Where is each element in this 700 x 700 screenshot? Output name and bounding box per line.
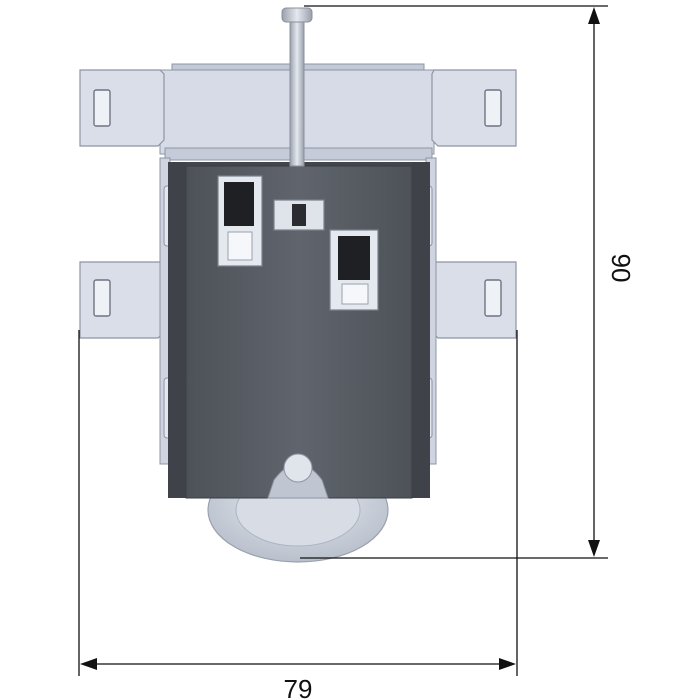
height-dimension: 90 bbox=[300, 5, 636, 559]
wheel-hub-knob bbox=[267, 453, 329, 499]
center-slider bbox=[273, 199, 325, 231]
right-latch bbox=[329, 229, 379, 311]
adjustment-screw bbox=[281, 7, 313, 167]
upper-left-bracket-tab bbox=[79, 69, 165, 147]
lower-left-bracket-tab bbox=[79, 261, 165, 339]
upper-right-bracket-tab bbox=[431, 69, 517, 147]
lower-right-bracket-tab bbox=[431, 261, 517, 339]
width-dimension: 79 bbox=[78, 330, 518, 700]
left-latch bbox=[217, 175, 263, 267]
height-dimension-label: 90 bbox=[606, 254, 636, 283]
width-dimension-label: 79 bbox=[284, 674, 313, 700]
